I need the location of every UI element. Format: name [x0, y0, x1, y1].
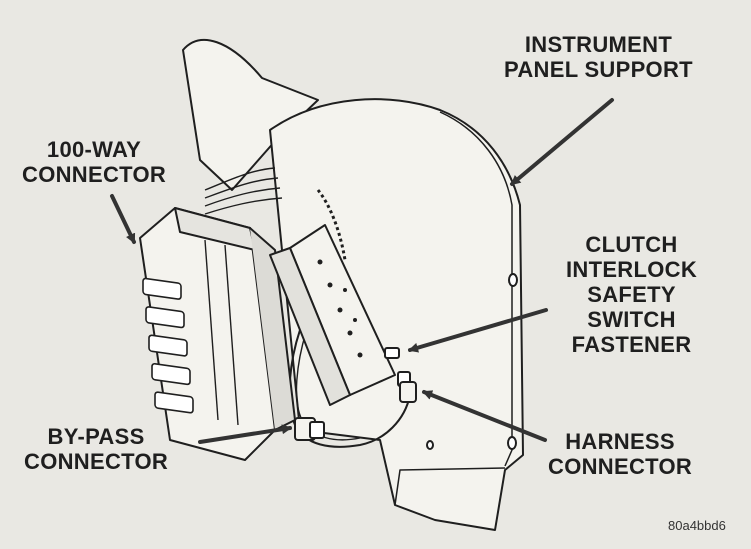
arrow-bypass-connector: [198, 424, 292, 444]
arrow-instrument-panel-support: [510, 98, 614, 186]
label-clutch-interlock-safety-switch-fastener: CLUTCH INTERLOCK SAFETY SWITCH FASTENER: [566, 232, 698, 357]
clutch-interlock-switch: [269, 224, 411, 406]
label-100-way-connector: 100-WAY CONNECTOR: [22, 137, 167, 187]
arrow-harness-connector: [422, 390, 547, 442]
label-harness-connector: HARNESS CONNECTOR: [548, 429, 693, 479]
label-bypass-connector: BY-PASS CONNECTOR: [24, 424, 169, 474]
label-instrument-panel-support: INSTRUMENT PANEL SUPPORT: [504, 32, 693, 82]
instrument-panel-support-bracket: [182, 38, 524, 531]
connector-100-way: [139, 207, 296, 461]
arrow-clutch-fastener: [408, 308, 548, 353]
bypass-connector-shape: [294, 417, 325, 441]
figure-code: 80a4bbd6: [668, 518, 726, 533]
harness-connector-shape: [399, 381, 417, 403]
arrow-100-way-connector: [110, 194, 136, 244]
